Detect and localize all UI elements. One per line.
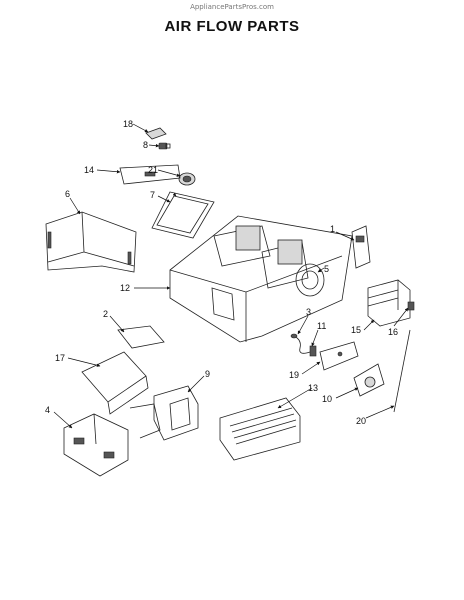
part-8 — [158, 142, 171, 150]
watermark-text: AppliancePartsPros.com — [190, 3, 274, 11]
part-20 — [393, 329, 411, 413]
part-15 — [367, 279, 411, 327]
part-10 — [353, 363, 385, 397]
part-11 — [309, 345, 317, 357]
part-1 — [351, 225, 371, 269]
part-4 — [63, 413, 129, 477]
callout-14: 14 — [84, 165, 94, 175]
part-18 — [145, 127, 167, 140]
callout-15: 15 — [351, 325, 361, 335]
part-17 — [81, 351, 149, 415]
leader-lines — [53, 123, 409, 429]
callout-6: 6 — [65, 189, 70, 199]
callout-8: 8 — [143, 140, 148, 150]
page-title: AIR FLOW PARTS — [164, 18, 300, 35]
callout-13: 13 — [308, 383, 318, 393]
callout-18: 18 — [123, 119, 133, 129]
callout-4: 4 — [45, 405, 50, 415]
callout-3: 3 — [306, 307, 311, 317]
part-5 — [295, 263, 325, 297]
callout-11: 11 — [317, 321, 326, 331]
part-3 — [290, 333, 311, 354]
callout-9: 9 — [205, 369, 210, 379]
callout-labels: 18 8 21 14 7 6 1 5 12 3 11 15 16 2 17 9 … — [45, 119, 398, 426]
callout-5: 5 — [324, 264, 329, 274]
callout-7: 7 — [150, 190, 155, 200]
part-6 — [45, 211, 137, 273]
part-2 — [117, 325, 165, 349]
callout-16: 16 — [388, 327, 398, 337]
part-14 — [119, 164, 181, 185]
part-19 — [319, 341, 359, 371]
callout-20: 20 — [356, 416, 366, 426]
callout-19: 19 — [289, 370, 299, 380]
callout-17: 17 — [55, 353, 65, 363]
callout-12: 12 — [120, 283, 130, 293]
part-9 — [129, 385, 199, 441]
part-21 — [178, 172, 196, 186]
part-7 — [151, 191, 215, 239]
part-13 — [219, 397, 301, 461]
grille-slots — [229, 407, 297, 445]
callout-1: 1 — [330, 224, 335, 234]
part-16 — [407, 301, 415, 311]
callout-2: 2 — [103, 309, 108, 319]
part-12 — [169, 215, 353, 343]
callout-21: 21 — [148, 165, 158, 175]
callout-10: 10 — [322, 394, 332, 404]
